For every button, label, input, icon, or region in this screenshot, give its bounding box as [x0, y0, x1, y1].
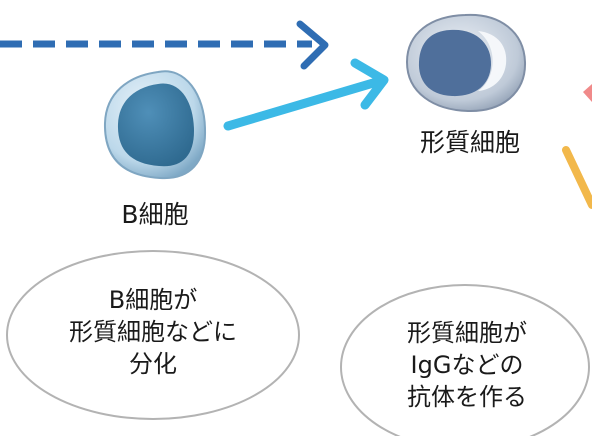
- right-bubble-line-1: 形質細胞が: [407, 319, 527, 347]
- plasma-cell-label: 形質細胞: [419, 128, 520, 157]
- right-bubble-text: 形質細胞が IgGなどの 抗体を作る: [352, 317, 582, 413]
- right-bubble-outline: [340, 284, 590, 436]
- right-bubble-line-3: 抗体を作る: [407, 383, 527, 411]
- orange-arrow-fragment: [562, 146, 592, 209]
- left-bubble-line-3: 分化: [129, 350, 177, 378]
- left-bubble-text: B細胞が 形質細胞などに 分化: [13, 284, 293, 380]
- differentiation-arrow: [223, 58, 389, 131]
- dashed-arrow: [0, 20, 329, 70]
- pink-arrow-fragment: [583, 84, 592, 102]
- b-cell-icon: [103, 70, 207, 180]
- left-bubble-line-2: 形質細胞などに: [69, 318, 237, 346]
- left-bubble-outline: [6, 250, 300, 420]
- plasma-cell-icon: [405, 13, 527, 113]
- right-bubble-line-2: IgGなどの: [410, 351, 524, 379]
- b-cell-label: B細胞: [121, 200, 189, 229]
- left-bubble-line-1: B細胞が: [108, 286, 198, 314]
